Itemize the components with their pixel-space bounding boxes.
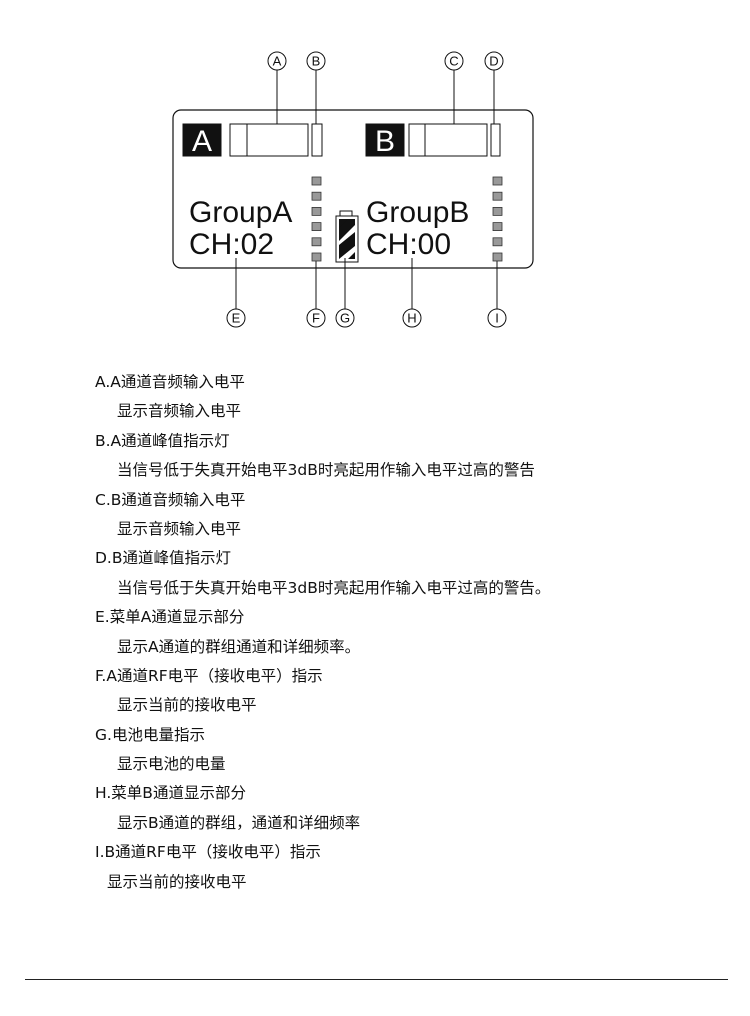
callout-label: D [489, 54, 498, 69]
callout-label: G [340, 311, 350, 326]
callout-circle [335, 308, 355, 328]
item-description: 显示音频输入电平 [117, 402, 242, 421]
item-description: 显示电池的电量 [117, 755, 226, 774]
channel-b-number: CH:00 [366, 228, 451, 261]
callout-label: F [312, 311, 320, 326]
audio-level-meter-a [229, 123, 309, 157]
callout-label: H [407, 311, 416, 326]
lcd-panel [172, 109, 534, 269]
callout-label: E [232, 311, 241, 326]
item-description: 当信号低于失真开始电平3dB时亮起用作输入电平过高的警告 [117, 461, 535, 480]
item-title: B.A通道峰值指示灯 [95, 431, 230, 450]
item-description: 显示B通道的群组，通道和详细频率 [117, 813, 361, 832]
rf-bar-segment [492, 176, 503, 186]
channel-a-letter: A [192, 125, 212, 158]
group-b-text: GroupB [366, 196, 469, 229]
leader-lines [235, 70, 498, 309]
item-title: D.B通道峰值指示灯 [95, 549, 231, 568]
battery-icon [335, 210, 359, 263]
rf-bar-segment [311, 252, 322, 262]
item-title: G.电池电量指示 [95, 725, 205, 744]
callout-label: C [449, 54, 458, 69]
item-description: 显示A通道的群组通道和详细频率。 [117, 637, 361, 656]
rf-bar-segment [492, 191, 503, 201]
rf-bar-segment [311, 206, 322, 216]
rf-meter-a [311, 176, 322, 262]
item-title: I.B通道RF电平（接收电平）指示 [95, 843, 321, 862]
channel-a-number: CH:02 [189, 228, 274, 261]
callout-circle [444, 51, 464, 71]
group-a-text: GroupA [189, 196, 292, 229]
callout-circle [402, 308, 422, 328]
callout-circle [484, 51, 504, 71]
lcd-diagram: A B GroupA CH:02 GroupB CH:00 A B C D E F G H I [172, 51, 534, 328]
rf-bar-segment [492, 237, 503, 247]
callout-label: B [312, 54, 321, 69]
rf-bar-segment [311, 237, 322, 247]
rf-bar-segment [311, 222, 322, 232]
rf-bar-segment [492, 252, 503, 262]
channel-a-badge [182, 123, 222, 157]
item-description: 显示当前的接收电平 [107, 872, 247, 891]
footer-rule [25, 979, 728, 980]
rf-bar-segment [311, 191, 322, 201]
callout-label: I [495, 311, 499, 326]
rf-meter-b [492, 176, 503, 262]
rf-bar-segment [492, 222, 503, 232]
callout-circle [226, 308, 246, 328]
callout-circle [306, 51, 326, 71]
callout-circle [306, 308, 326, 328]
audio-level-meter-b [408, 123, 488, 157]
item-title: C.B通道音频输入电平 [95, 490, 246, 509]
description-list: A.A通道音频输入电平显示音频输入电平 B.A通道峰值指示灯当信号低于失真开始电平… [95, 368, 715, 897]
channel-b-letter: B [375, 125, 395, 158]
item-title: F.A通道RF电平（接收电平）指示 [95, 666, 323, 685]
item-title: H.菜单B通道显示部分 [95, 784, 246, 803]
peak-indicator-b [490, 123, 501, 157]
item-description: 显示当前的接收电平 [117, 696, 257, 715]
item-description: 显示音频输入电平 [117, 519, 242, 538]
callout-circle [487, 308, 507, 328]
callout-circle [267, 51, 287, 71]
item-title: E.菜单A通道显示部分 [95, 608, 245, 627]
peak-indicator-a [311, 123, 323, 157]
item-description: 当信号低于失真开始电平3dB时亮起用作输入电平过高的警告。 [117, 578, 551, 597]
callout-label: A [273, 54, 282, 69]
rf-bar-segment [311, 176, 322, 186]
item-title: A.A通道音频输入电平 [95, 373, 245, 391]
channel-b-badge [365, 123, 405, 157]
rf-bar-segment [492, 206, 503, 216]
